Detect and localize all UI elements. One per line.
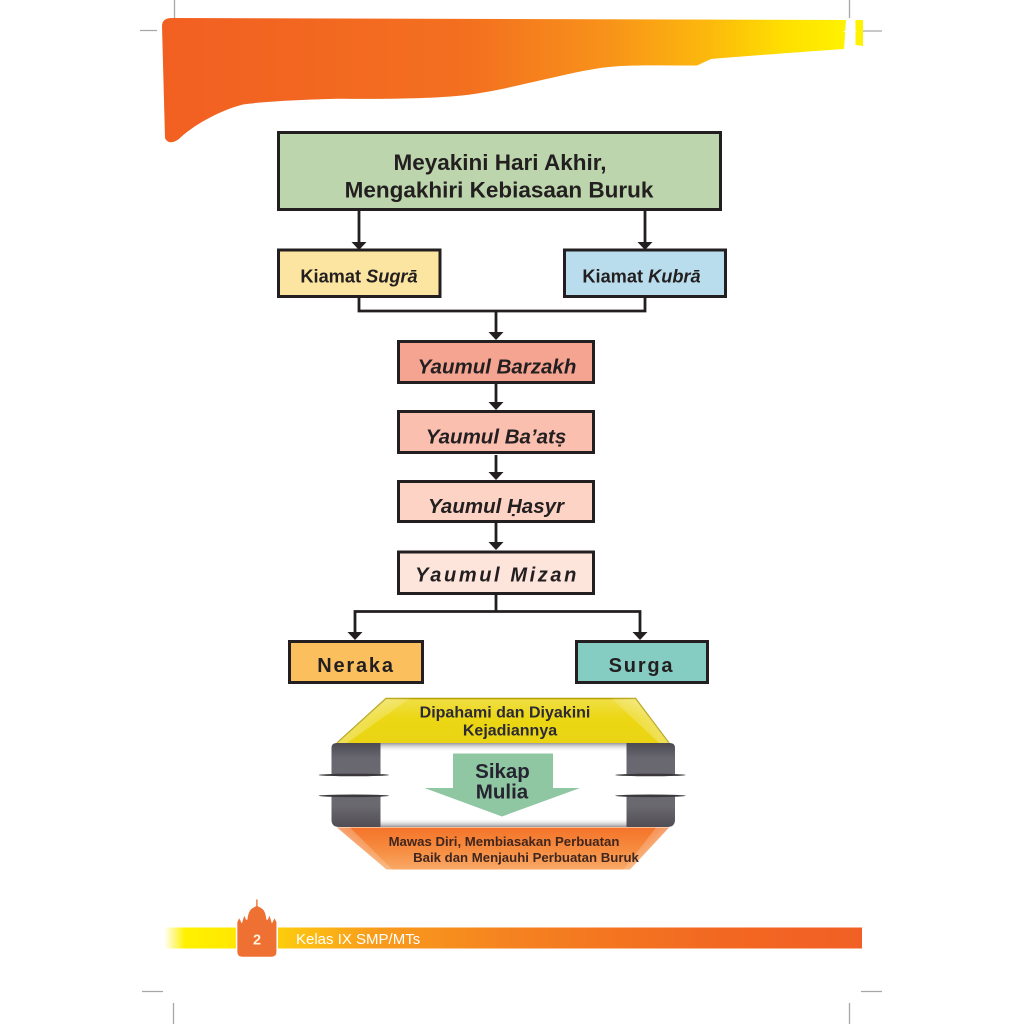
svg-text:2: 2 bbox=[253, 933, 261, 949]
svg-text:Yaumul Mizan: Yaumul Mizan bbox=[415, 565, 579, 587]
svg-text:Sikap: Sikap bbox=[475, 760, 530, 783]
svg-text:Yaumul Ḥasyr: Yaumul Ḥasyr bbox=[428, 495, 565, 518]
svg-text:Mulia: Mulia bbox=[476, 781, 529, 804]
svg-text:Surga: Surga bbox=[609, 655, 675, 677]
svg-text:Kejadiannya: Kejadiannya bbox=[463, 723, 557, 740]
svg-text:Kiamat Kubrā: Kiamat Kubrā bbox=[582, 267, 700, 287]
svg-text:Kiamat Sugrā: Kiamat Sugrā bbox=[300, 267, 417, 287]
svg-text:Neraka: Neraka bbox=[317, 655, 395, 677]
svg-text:Mengakhiri Kebiasaan Buruk: Mengakhiri Kebiasaan Buruk bbox=[345, 178, 654, 203]
svg-text:Baik dan Menjauhi Perbuatan Bu: Baik dan Menjauhi Perbuatan Buruk bbox=[413, 850, 639, 865]
svg-text:Mawas Diri, Membiasakan Perbua: Mawas Diri, Membiasakan Perbuatan bbox=[389, 834, 620, 849]
svg-text:Meyakini Hari Akhir,: Meyakini Hari Akhir, bbox=[393, 150, 606, 175]
svg-text:Yaumul Barzakh: Yaumul Barzakh bbox=[418, 356, 577, 379]
svg-text:Kelas IX SMP/MTs: Kelas IX SMP/MTs bbox=[296, 931, 420, 948]
svg-text:Yaumul Ba’atṣ: Yaumul Ba’atṣ bbox=[426, 426, 567, 449]
svg-text:Dipahami dan Diyakini: Dipahami dan Diyakini bbox=[420, 705, 591, 722]
